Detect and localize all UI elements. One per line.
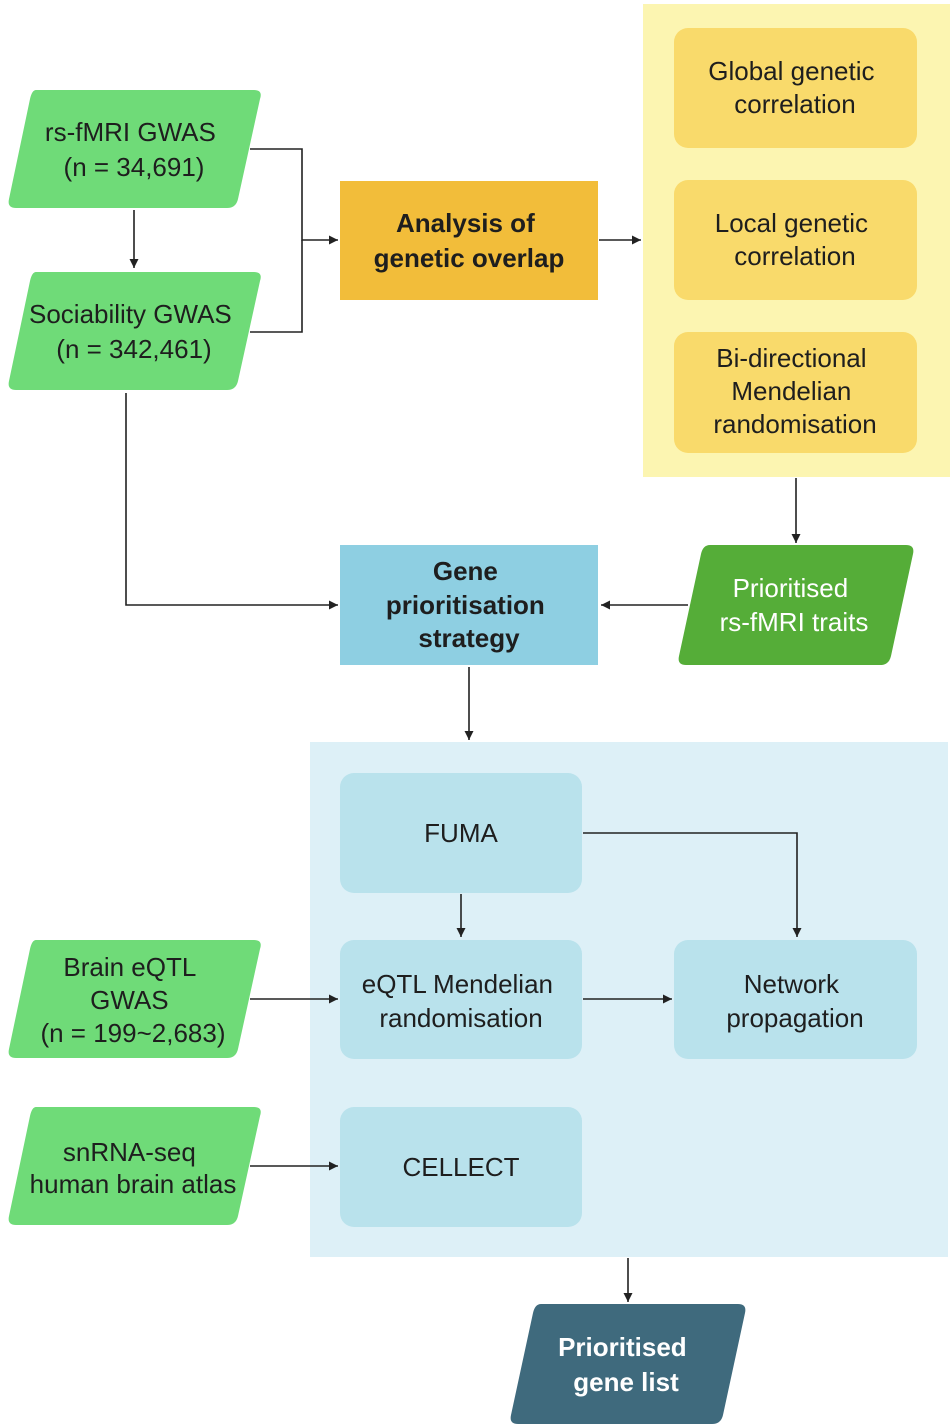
prioritised-traits-line1: Prioritised [733,573,849,603]
rsfmri-gwas-shape [8,90,261,208]
svg-text:Network propagation: Network propagation [726,969,863,1033]
rsfmri-gwas-label: rs-fMRI GWAS [45,117,216,147]
connector-sociability-to-strategy [125,393,338,610]
local-genetic-correlation-node: Local genetic correlation [674,180,917,300]
svg-text:snRNA-seq human brain at: snRNA-seq human brain atlas [30,1137,237,1199]
svg-text:Analysis of genetic over: Analysis of genetic overlap [374,208,565,273]
bidirectional-mr-line1: Bi-directional [716,343,866,373]
eqtl-mr-line2: randomisation [379,1003,542,1033]
svg-text:Gene prioritisation: Gene prioritisation strategy [386,556,552,653]
svg-text:Local genetic correlatio: Local genetic correlation [715,208,875,271]
brain-eqtl-gwas-sample-size: (n = 199~2,683) [40,1018,225,1048]
gene-prioritisation-strategy-line2: prioritisation [386,590,545,620]
prioritised-traits-node: Prioritised rs-fMRI traits [678,545,914,665]
local-genetic-correlation-box [674,180,917,300]
snrnaseq-atlas-shape [8,1107,261,1225]
bidirectional-mr-box [674,332,917,453]
snrnaseq-atlas-line1: snRNA-seq [63,1137,196,1167]
eqtl-mr-line1: eQTL Mendelian [362,969,553,999]
network-propagation-line2: propagation [726,1003,863,1033]
eqtl-mr-box [340,940,582,1059]
snrnaseq-atlas-line2: human brain atlas [30,1169,237,1199]
global-genetic-correlation-node: Global genetic correlation [674,28,917,148]
global-genetic-correlation-line1: Global genetic [708,56,874,86]
svg-text:Brain eQTL GWAS (n: Brain eQTL GWAS (n = 199~2,683) [40,952,225,1048]
global-genetic-correlation-line2: correlation [734,89,855,119]
svg-text:rs-fMRI GWAS (n = 34,691: rs-fMRI GWAS (n = 34,691) [45,117,223,182]
svg-text:Prioritised gene list: Prioritised gene list [558,1332,694,1397]
rsfmri-gwas-node: rs-fMRI GWAS (n = 34,691) [8,90,261,208]
rsfmri-gwas-sample-size: (n = 34,691) [64,152,205,182]
analysis-of-genetic-overlap-line1: Analysis of [396,208,535,238]
svg-text:eQTL Mendelian randomisa: eQTL Mendelian randomisation [362,969,561,1033]
brain-eqtl-gwas-shape [8,940,261,1058]
cellect-node: CELLECT [340,1107,582,1227]
svg-text:Sociability GWAS (n = 34: Sociability GWAS (n = 342,461) [29,299,239,364]
cellect-box [340,1107,582,1227]
svg-text:Prioritised rs-fMRI trai: Prioritised rs-fMRI traits [720,573,869,637]
sociability-gwas-sample-size: (n = 342,461) [56,334,211,364]
analysis-of-genetic-overlap-box [340,181,598,300]
prioritised-gene-list-line2: gene list [573,1367,679,1397]
bidirectional-mr-line3: randomisation [713,409,876,439]
sociability-gwas-node: Sociability GWAS (n = 342,461) [8,272,261,390]
connector-fuma-to-network [583,832,802,937]
analysis-of-genetic-overlap-node: Analysis of genetic overlap [340,181,598,300]
local-genetic-correlation-line2: correlation [734,241,855,271]
svg-text:Global genetic correlati: Global genetic correlation [708,56,881,119]
brain-eqtl-gwas-node: Brain eQTL GWAS (n = 199~2,683) [8,940,261,1058]
svg-text:Bi-directional Mendelian: Bi-directional Mendelian randomisation [713,343,876,439]
connector-rsfmri-to-overlap [250,148,338,245]
gene-prioritisation-strategy-line3: strategy [418,623,520,653]
prioritised-gene-list-node: Prioritised gene list [510,1304,746,1424]
analysis-of-genetic-overlap-line2: genetic overlap [374,243,565,273]
prioritised-gene-list-line1: Prioritised [558,1332,687,1362]
fuma-node: FUMA [340,773,582,893]
network-propagation-line1: Network [744,969,840,999]
prioritised-traits-line2: rs-fMRI traits [720,607,869,637]
network-propagation-box [674,940,917,1059]
prioritised-traits-shape [678,545,914,665]
bidirectional-mr-line2: Mendelian [731,376,851,406]
brain-eqtl-gwas-line1: Brain eQTL [63,952,195,982]
connector-sociability-to-overlap [250,240,303,333]
fuma-label: FUMA [424,818,498,848]
connectors [125,148,802,1302]
prioritised-gene-list-shape [510,1304,746,1424]
fuma-box [340,773,582,893]
network-propagation-node: Network propagation [674,940,917,1059]
global-genetic-correlation-box [674,28,917,148]
sociability-gwas-shape [8,272,261,390]
local-genetic-correlation-line1: Local genetic [715,208,868,238]
eqtl-mr-node: eQTL Mendelian randomisation [340,940,582,1059]
gene-prioritisation-strategy-node: Gene prioritisation strategy [340,545,598,665]
sociability-gwas-label: Sociability GWAS [29,299,232,329]
cellect-label: CELLECT [402,1152,519,1182]
gene-prioritisation-strategy-box [340,545,598,665]
bidirectional-mr-node: Bi-directional Mendelian randomisation [674,332,917,453]
gene-prioritisation-strategy-line1: Gene [433,556,498,586]
brain-eqtl-gwas-line2: GWAS [90,985,168,1015]
snrnaseq-atlas-node: snRNA-seq human brain atlas [8,1107,261,1225]
